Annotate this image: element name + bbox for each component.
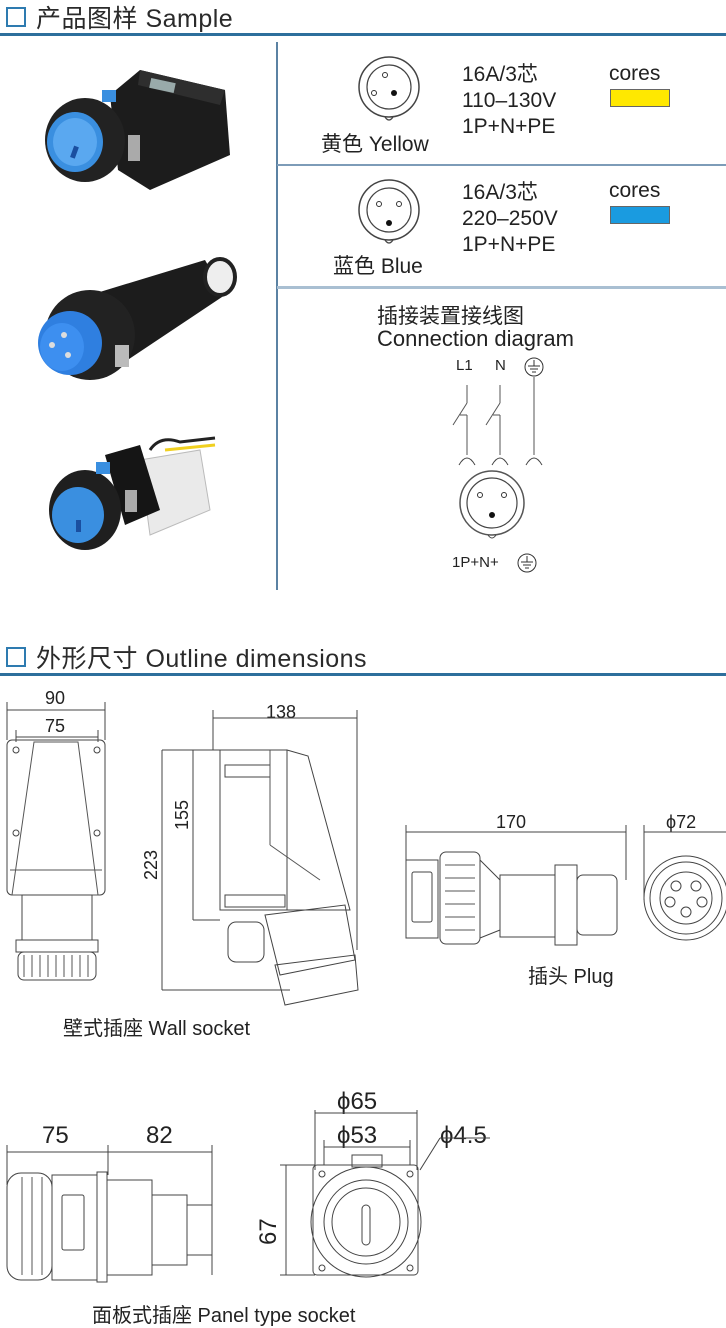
variant-color-label: 黄色 Yellow (321, 133, 429, 156)
socket-face-icon (358, 179, 420, 244)
panel-socket-caption: 面板式插座 Panel type socket (92, 1305, 356, 1327)
yellow-swatch (610, 89, 670, 107)
cores-label: cores (609, 179, 661, 202)
connection-footer: 1P+N+ (452, 554, 499, 571)
panel-socket-side-drawing (6, 1145, 213, 1283)
checkbox-square-icon (6, 647, 26, 667)
dim-phi53: ϕ53 (337, 1122, 378, 1149)
plug-caption: 插头 Plug (528, 966, 614, 988)
wall-socket-caption: 壁式插座 Wall socket (63, 1018, 251, 1040)
section-title-text: 产品图样 Sample (36, 5, 234, 33)
variant-poles: 1P+N+PE (462, 115, 556, 138)
connection-title-cn: 插接装置接线图 (377, 305, 524, 328)
section-rule (0, 33, 726, 36)
checkbox-square-icon (6, 7, 26, 27)
connection-title-en: Connection diagram (377, 326, 574, 351)
row-divider (277, 164, 726, 166)
variant-specs: 16A/3芯 110–130V 1P+N+PE (462, 62, 556, 140)
variant-specs: 16A/3芯 220–250V 1P+N+PE (462, 180, 558, 258)
cores-label: cores (609, 62, 661, 85)
wall-socket-photo (30, 60, 240, 210)
section-title-sample: 产品图样 Sample (6, 0, 233, 34)
dim-90: 90 (45, 688, 66, 708)
dim-phi72: ϕ72 (666, 812, 697, 832)
variant-voltage: 110–130V (462, 89, 557, 112)
section-title-outline: 外形尺寸 Outline dimensions (6, 640, 367, 674)
panel-socket-photo (40, 420, 240, 570)
dim-138: 138 (266, 702, 297, 722)
dim-phi4-5: ϕ4.5 (440, 1122, 487, 1149)
section-rule (0, 673, 726, 676)
row-divider (277, 286, 726, 289)
column-divider (276, 42, 278, 590)
terminal-n-label: N (495, 357, 506, 374)
panel-socket-front-drawing (280, 1110, 490, 1278)
variant-rating: 16A/3芯 (462, 63, 538, 86)
terminal-l1-label: L1 (456, 357, 473, 374)
earth-icon (517, 553, 537, 573)
variant-poles: 1P+N+PE (462, 233, 556, 256)
plug-photo (30, 255, 240, 390)
variant-color-label: 蓝色 Blue (333, 255, 423, 278)
variant-rating: 16A/3芯 (462, 181, 538, 204)
dim-75-panel: 75 (42, 1122, 69, 1149)
socket-face-icon (358, 56, 420, 121)
dim-phi65: ϕ65 (337, 1088, 378, 1115)
earth-icon (524, 357, 544, 377)
wiring-diagram (452, 357, 544, 539)
plug-drawing (405, 825, 726, 946)
variant-voltage: 220–250V (462, 207, 558, 230)
dim-75: 75 (45, 716, 66, 736)
dim-170: 170 (496, 812, 527, 832)
blue-swatch (610, 206, 670, 224)
section-title-text: 外形尺寸 Outline dimensions (36, 645, 368, 673)
wall-socket-front-drawing (6, 702, 106, 981)
wall-socket-side-drawing (161, 710, 359, 1006)
dim-67: 67 (255, 1218, 282, 1245)
dim-82: 82 (146, 1122, 173, 1149)
